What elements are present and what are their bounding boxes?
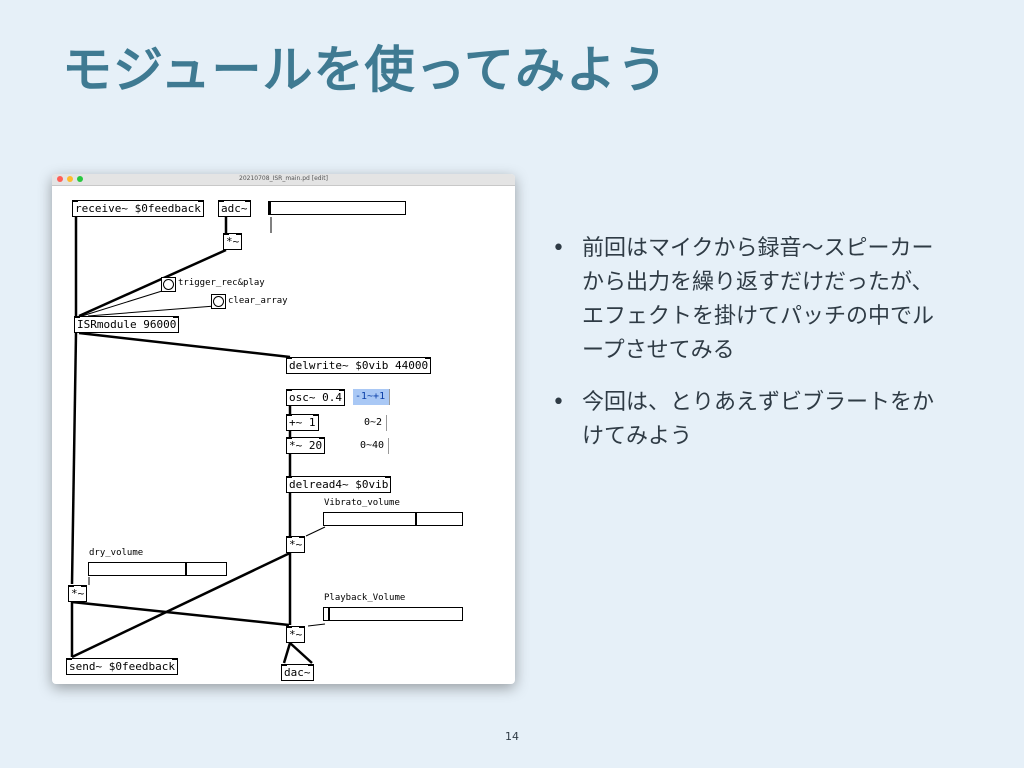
adc-multiply-object[interactable]: *~: [223, 233, 243, 250]
page-number: 14: [505, 730, 519, 743]
bullet-list: • 前回はマイクから録音〜スピーカーから出力を繰り返すだけだったが、エフェクトを…: [552, 232, 952, 472]
cord-isr-dry: [70, 332, 78, 585]
patch-canvas[interactable]: receive~ $0feedback adc~ *~ trigger_rec&…: [52, 174, 515, 684]
dry-multiply-object[interactable]: *~: [68, 585, 88, 602]
cord-isr-delwrite: [78, 331, 291, 359]
clear-array-bang[interactable]: [211, 294, 226, 309]
playback-volume-slider[interactable]: [323, 607, 463, 621]
cord-play-dac-r: [289, 642, 313, 664]
bullet-item: • 前回はマイクから録音〜スピーカーから出力を繰り返すだけだったが、エフェクトを…: [552, 232, 952, 368]
receive-object[interactable]: receive~ $0feedback: [72, 200, 204, 217]
vibrato-volume-slider-knob[interactable]: [415, 513, 418, 525]
adc-object[interactable]: adc~: [218, 200, 251, 217]
osc-range-comment[interactable]: -1~+1: [353, 389, 391, 405]
dry-volume-label: dry_volume: [89, 548, 144, 558]
playback-volume-label: Playback_Volume: [324, 593, 406, 603]
patch-cords: [70, 217, 326, 664]
bullet-text: 前回はマイクから録音〜スピーカーから出力を繰り返すだけだったが、エフェクトを掛け…: [582, 236, 935, 363]
input-level-slider-knob[interactable]: [269, 202, 271, 214]
slide-title: モジュールを使ってみよう: [62, 41, 668, 99]
multiply-range-comment[interactable]: 0~40: [358, 438, 390, 454]
trigger-rec-play-label: trigger_rec&play: [178, 278, 265, 288]
input-level-slider[interactable]: [268, 201, 406, 215]
zoom-window-icon[interactable]: [77, 176, 83, 182]
isrmodule-object[interactable]: ISRmodule 96000: [74, 316, 180, 333]
bullet-dot-icon: •: [552, 390, 565, 415]
clear-array-label: clear_array: [228, 296, 288, 306]
playback-multiply-object[interactable]: *~: [286, 626, 306, 643]
bullet-text: 今回は、とりあえずビブラートをかけてみよう: [582, 390, 935, 449]
cord-trigger-isr: [81, 290, 163, 317]
bullet-item: • 今回は、とりあえずビブラートをかけてみよう: [552, 386, 952, 454]
cord-play-dac-l: [282, 642, 292, 664]
trigger-rec-play-bang[interactable]: [161, 277, 176, 292]
osc-object[interactable]: osc~ 0.4: [286, 389, 345, 406]
dac-object[interactable]: dac~: [281, 664, 314, 681]
pd-patch-window[interactable]: 20210708_ISR_main.pd [edit]: [52, 174, 515, 684]
delread-object[interactable]: delread4~ $0vib: [286, 476, 392, 493]
dry-volume-slider[interactable]: [88, 562, 227, 576]
minimize-window-icon[interactable]: [67, 176, 73, 182]
cord-clear-isr: [87, 305, 216, 317]
cord-dry-play: [71, 600, 290, 627]
add-range-comment[interactable]: 0~2: [362, 415, 388, 431]
dry-volume-slider-knob[interactable]: [184, 563, 187, 575]
playback-volume-slider-knob[interactable]: [328, 608, 331, 620]
window-title: 20210708_ISR_main.pd [edit]: [239, 175, 328, 182]
cord-vibslider-mul: [305, 526, 326, 537]
cord-vib-send: [71, 551, 291, 659]
close-window-icon[interactable]: [57, 176, 63, 182]
vibrato-multiply-object[interactable]: *~: [286, 536, 306, 553]
vibrato-volume-label: Vibrato_volume: [324, 498, 400, 508]
multiply-20-object[interactable]: *~ 20: [286, 437, 326, 454]
cord-mul-isr: [78, 248, 227, 318]
bullet-dot-icon: •: [552, 236, 565, 261]
vibrato-volume-slider[interactable]: [323, 512, 463, 526]
send-object[interactable]: send~ $0feedback: [66, 658, 178, 675]
cord-playslider-mul: [307, 623, 326, 627]
delwrite-object[interactable]: delwrite~ $0vib 44000: [286, 357, 432, 374]
window-titlebar[interactable]: 20210708_ISR_main.pd [edit]: [52, 174, 515, 186]
add-one-object[interactable]: +~ 1: [286, 414, 319, 431]
